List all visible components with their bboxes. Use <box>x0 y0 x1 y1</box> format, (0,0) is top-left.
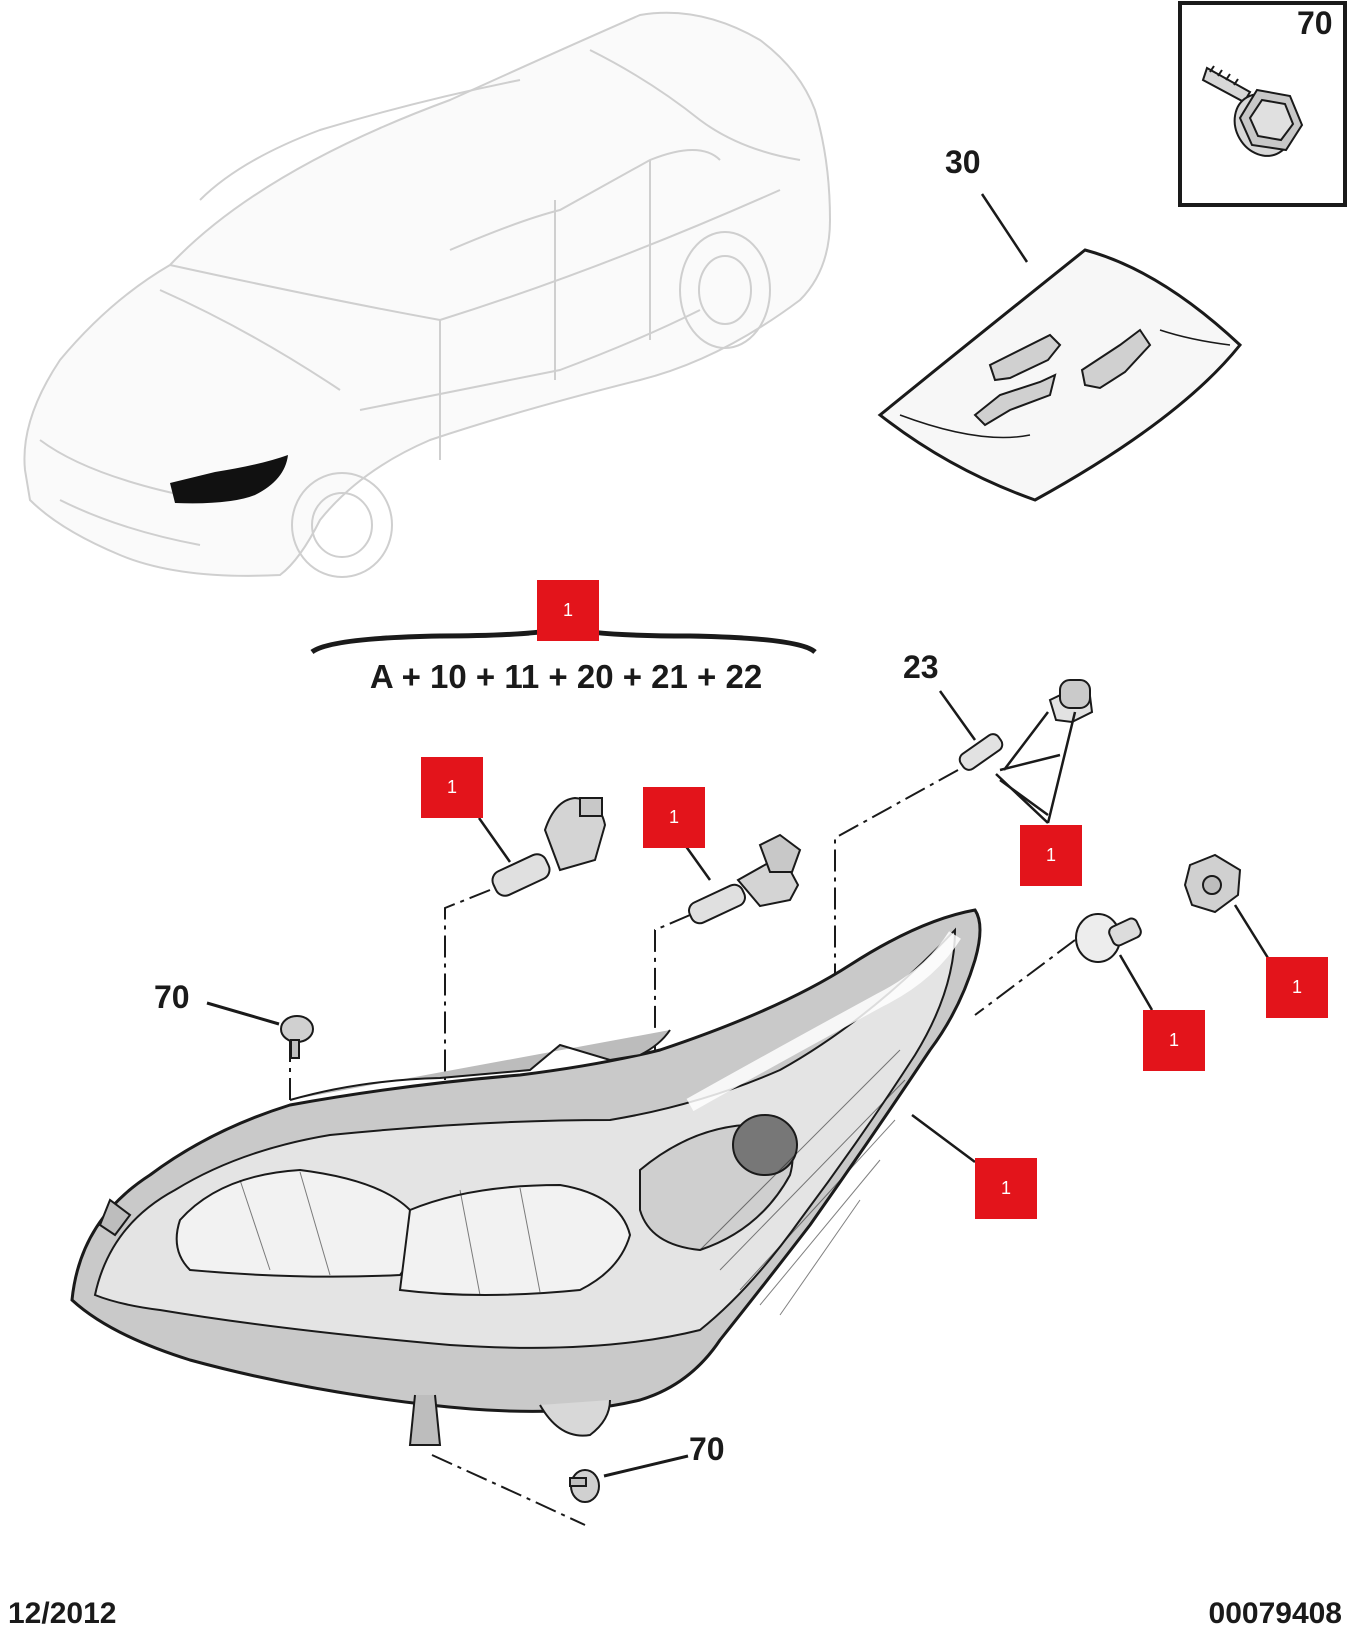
car-illustration <box>23 11 832 578</box>
screw-icon <box>1201 65 1304 157</box>
callout-23: 23 <box>903 649 939 685</box>
turn-socket <box>1183 853 1242 914</box>
clip-parts-icon <box>973 328 1152 427</box>
callout-30: 30 <box>945 144 981 180</box>
screw-bottom <box>569 1469 600 1503</box>
footer-date: 12/2012 <box>8 1597 117 1630</box>
main-bulb-2 <box>688 833 802 925</box>
badge-kit[interactable]: 1 <box>537 580 599 641</box>
badge-turn-socket[interactable]: 1 <box>1266 957 1328 1018</box>
headlamp-housing <box>70 908 982 1446</box>
callout-70-left: 70 <box>154 979 190 1015</box>
leader-23 <box>938 690 977 741</box>
small-bulb-23 <box>958 679 1094 771</box>
badge-turn-bulb[interactable]: 1 <box>1143 1010 1205 1071</box>
callout-70-box: 70 <box>1297 5 1333 41</box>
main-bulb-1 <box>491 796 607 897</box>
svg-text:1: 1 <box>1169 1030 1179 1050</box>
footer-reference: 00079408 <box>1208 1597 1342 1630</box>
badge-bulb-2[interactable]: 1 <box>643 787 705 848</box>
assembly-lines <box>289 769 1076 1526</box>
svg-text:1: 1 <box>1001 1178 1011 1198</box>
svg-text:1: 1 <box>1292 977 1302 997</box>
badge-bulb-23[interactable]: 1 <box>1020 825 1082 886</box>
screw-detail-box: 70 <box>1178 1 1347 207</box>
svg-text:1: 1 <box>447 777 457 797</box>
badge-bulb-1[interactable]: 1 <box>421 757 483 818</box>
kit-formula: A + 10 + 11 + 20 + 21 + 22 <box>370 658 762 695</box>
badge-housing[interactable]: 1 <box>975 1158 1037 1219</box>
car-headlamp-highlight <box>170 455 288 504</box>
leader-30 <box>980 193 1029 263</box>
turn-bulb <box>1075 913 1142 963</box>
svg-text:1: 1 <box>563 600 573 620</box>
screw-left <box>280 1015 314 1059</box>
svg-text:1: 1 <box>669 807 679 827</box>
clip-bag <box>877 248 1243 502</box>
callout-70-bottom: 70 <box>689 1431 725 1467</box>
svg-text:1: 1 <box>1046 845 1056 865</box>
